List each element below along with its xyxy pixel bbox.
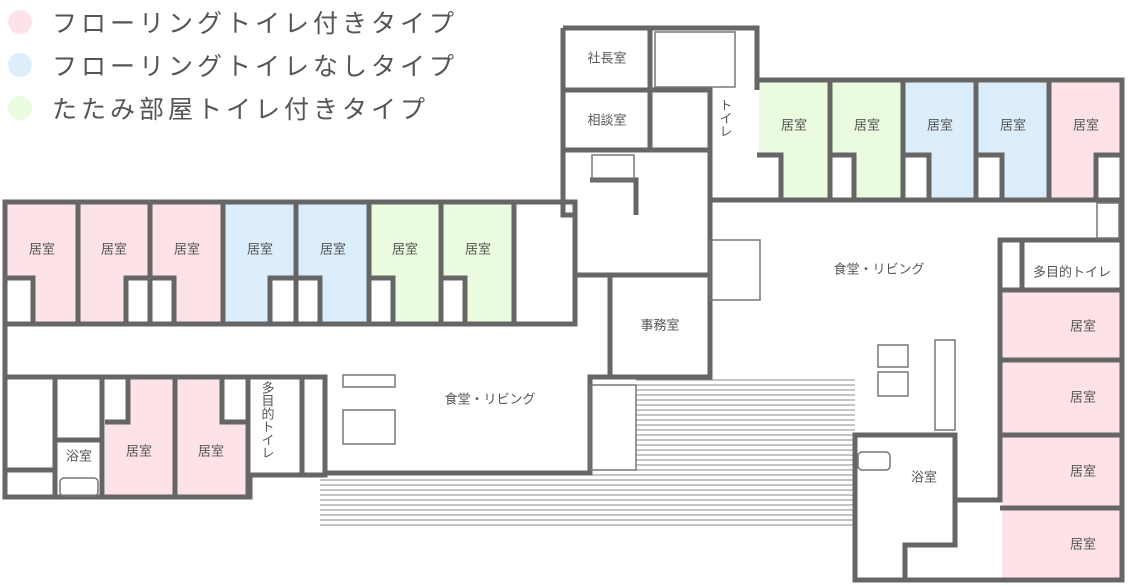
green-dot-icon <box>8 95 32 120</box>
legend: フローリングトイレ付きタイプ フローリングトイレなしタイプ たたみ部屋トイレ付き… <box>8 0 458 129</box>
president-office-label: 社長室 <box>587 51 626 67</box>
walls <box>2 25 1125 583</box>
room-fill-pink <box>1002 510 1120 580</box>
room-fill-pink <box>1002 292 1120 360</box>
room-label: 居室 <box>465 242 491 258</box>
fixtures <box>59 31 1120 497</box>
room-label: 居室 <box>1073 118 1099 134</box>
bathtub-icon <box>59 477 99 497</box>
room-label: 居室 <box>247 242 273 258</box>
multipurpose-toilet-label: 多目的トイレ <box>1033 265 1111 281</box>
kitchen-island <box>342 409 396 445</box>
stairs <box>591 154 635 181</box>
dining-living-label: 食堂・リビング <box>444 392 535 408</box>
office-label: 事務室 <box>640 318 679 334</box>
kitchen-counter <box>934 339 956 431</box>
room-label: 居室 <box>29 242 55 258</box>
legend-item-flooring-no-toilet: フローリングトイレなしタイプ <box>8 43 458 86</box>
pink-dot-icon <box>8 9 32 34</box>
bath-label: 浴室 <box>66 449 92 465</box>
room-fill-pink <box>1002 362 1120 435</box>
legend-item-tatami-with-toilet: たたみ部屋トイレ付きタイプ <box>8 86 458 129</box>
drain-grate <box>1096 202 1120 239</box>
room-label: 居室 <box>1070 319 1096 335</box>
multipurpose-toilet-label: 多目的トイレ <box>259 380 275 459</box>
stair-landing <box>654 31 736 88</box>
room-label: 居室 <box>392 242 418 258</box>
room-label: 居室 <box>1070 390 1096 406</box>
room-label: 居室 <box>174 242 200 258</box>
legend-item-flooring-with-toilet: フローリングトイレ付きタイプ <box>8 0 458 43</box>
tatami-area <box>709 239 761 301</box>
consultation-room-label: 相談室 <box>587 113 626 129</box>
deck <box>320 379 855 526</box>
dining-living-label: 食堂・リビング <box>833 262 924 278</box>
toilet-label: トイレ <box>717 99 732 138</box>
legend-label: たたみ部屋トイレ付きタイプ <box>52 94 430 124</box>
counter <box>877 371 909 397</box>
room-label: 居室 <box>1070 537 1096 553</box>
tatami-area <box>589 384 637 471</box>
room-label: 居室 <box>927 118 953 134</box>
room-label: 居室 <box>781 118 807 134</box>
room-label: 居室 <box>854 118 880 134</box>
sink <box>877 344 909 368</box>
bath-label: 浴室 <box>911 470 937 486</box>
room-label: 居室 <box>198 444 224 460</box>
room-label: 居室 <box>1000 118 1026 134</box>
legend-label: フローリングトイレ付きタイプ <box>52 8 459 38</box>
room-label: 居室 <box>101 242 127 258</box>
counter <box>342 374 396 388</box>
room-label: 居室 <box>1070 464 1096 480</box>
room-labels: 居室 居室 居室 居室 居室 居室 居室 居室 居室 居室 居室 居室 居室 居… <box>29 51 1111 553</box>
legend-label: フローリングトイレなしタイプ <box>52 51 459 81</box>
bathtub-icon <box>857 451 891 471</box>
room-fills <box>7 82 1120 580</box>
room-label: 居室 <box>320 242 346 258</box>
room-label: 居室 <box>126 444 152 460</box>
blue-dot-icon <box>8 52 32 77</box>
room-fill-pink <box>1002 437 1120 508</box>
